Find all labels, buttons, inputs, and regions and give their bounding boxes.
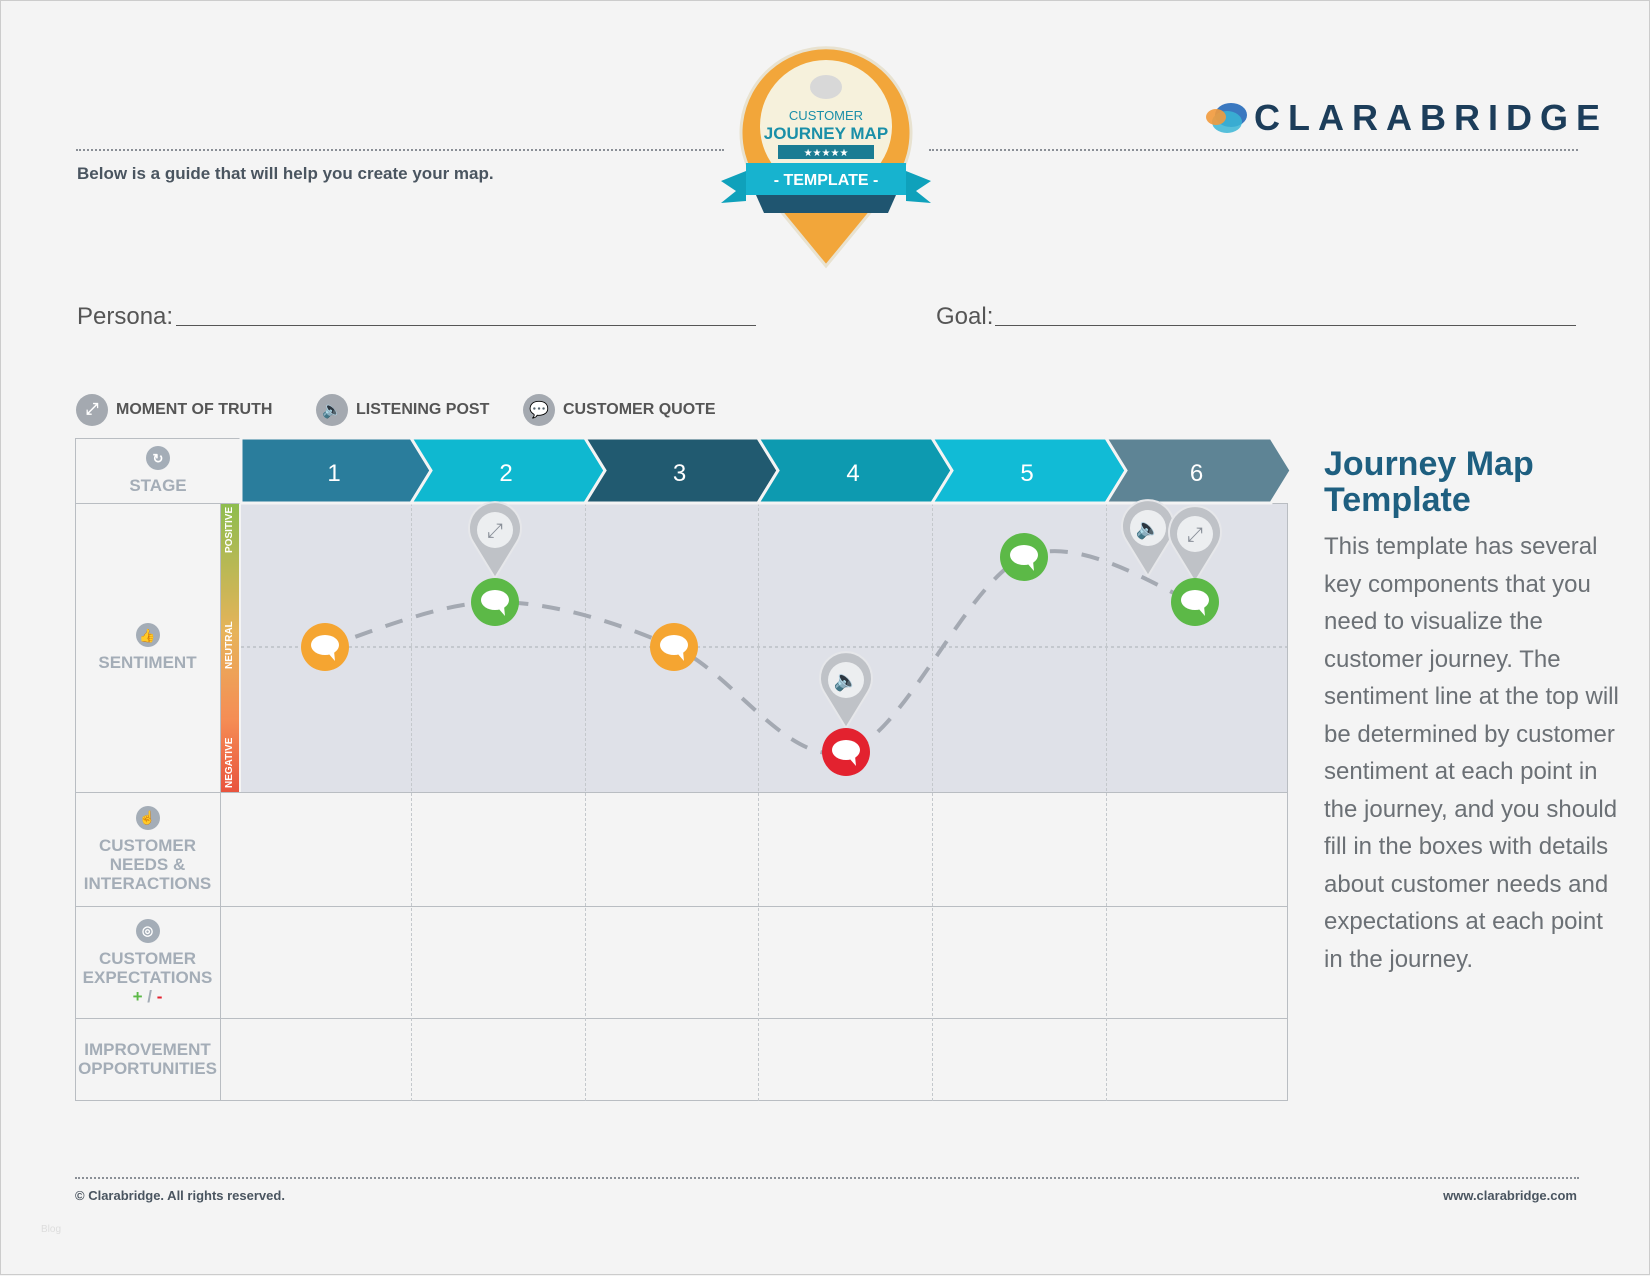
svg-text:⤢: ⤢ bbox=[1187, 524, 1203, 546]
journey-map-badge: CUSTOMER JOURNEY MAP ★★★★★ - TEMPLATE - bbox=[721, 46, 931, 269]
badge-line1: CUSTOMER bbox=[789, 108, 863, 123]
customer-quote-point[interactable] bbox=[471, 578, 519, 626]
side-title: Journey Map Template bbox=[1324, 445, 1534, 519]
persona-label: Persona: bbox=[77, 303, 174, 330]
stage-label: 4 bbox=[846, 460, 859, 487]
row-label-stage: ↻STAGE bbox=[85, 438, 231, 503]
goal-label: Goal: bbox=[936, 303, 994, 330]
customer-quote-point[interactable] bbox=[1000, 533, 1048, 581]
thumbs-up-icon: 👍 bbox=[135, 623, 160, 647]
legend-listening-post: 🔈 LISTENING POST bbox=[316, 394, 489, 426]
footer-divider bbox=[75, 1177, 1579, 1179]
moment-of-truth-icon[interactable]: ⤢ bbox=[468, 501, 522, 580]
moment-of-truth-icon: ⤢ bbox=[76, 394, 108, 426]
brand-name: CLARABRIDGE bbox=[1254, 97, 1608, 138]
legend-label: LISTENING POST bbox=[356, 401, 490, 418]
copyright: © Clarabridge. All rights reserved. bbox=[75, 1188, 285, 1203]
persona-input[interactable] bbox=[176, 325, 756, 326]
stage-chevron-6[interactable] bbox=[1103, 436, 1293, 505]
target-icon: ◎ bbox=[135, 918, 160, 943]
stage-label: 5 bbox=[1020, 460, 1033, 487]
listening-post-icon[interactable]: 🔈 bbox=[819, 651, 873, 730]
listening-post-icon: 🔈 bbox=[316, 394, 348, 426]
clarabridge-logo-icon bbox=[1206, 103, 1247, 133]
row-label-sentiment: 👍SENTIMENT bbox=[75, 503, 220, 792]
hand-icon: ☝ bbox=[135, 805, 160, 830]
sentiment-line bbox=[324, 549, 1196, 756]
website-link[interactable]: www.clarabridge.com bbox=[1443, 1188, 1577, 1203]
legend-label: MOMENT OF TRUTH bbox=[116, 401, 273, 418]
badge-stars: ★★★★★ bbox=[804, 148, 849, 159]
svg-text:🔈: 🔈 bbox=[1136, 518, 1161, 540]
listening-post-icon[interactable]: 🔈 bbox=[1121, 499, 1175, 578]
customer-quote-point[interactable] bbox=[1171, 578, 1219, 626]
watermark: Blog bbox=[41, 1224, 62, 1235]
subtitle: Below is a guide that will help you crea… bbox=[77, 164, 494, 183]
svg-text:⤢: ⤢ bbox=[487, 520, 503, 542]
legend-label: CUSTOMER QUOTE bbox=[563, 401, 716, 418]
customer-quote-point[interactable] bbox=[822, 728, 870, 776]
goal-input[interactable] bbox=[995, 325, 1576, 326]
stage-label: 1 bbox=[327, 460, 340, 487]
customer-quote-icon: 💬 bbox=[523, 394, 555, 426]
customer-quote-point[interactable] bbox=[650, 623, 698, 671]
stage-icon: ↻ bbox=[146, 446, 170, 470]
side-body: This template has several key components… bbox=[1324, 533, 1619, 973]
header-divider-left bbox=[76, 149, 724, 151]
customer-quote-point[interactable] bbox=[301, 623, 349, 671]
moment-of-truth-icon[interactable]: ⤢ bbox=[1168, 505, 1222, 584]
legend-customer-quote: 💬 CUSTOMER QUOTE bbox=[523, 394, 716, 426]
stage-label: 3 bbox=[673, 460, 686, 487]
badge-line2: JOURNEY MAP bbox=[764, 124, 888, 143]
legend-moment-of-truth: ⤢ MOMENT OF TRUTH bbox=[76, 394, 272, 426]
sentiment-gradient-bar bbox=[220, 503, 239, 792]
svg-text:🔈: 🔈 bbox=[834, 670, 859, 692]
header-divider-right bbox=[929, 149, 1578, 151]
stage-label: 6 bbox=[1190, 460, 1203, 487]
stage-label: 2 bbox=[499, 460, 512, 487]
badge-ribbon: - TEMPLATE - bbox=[774, 172, 879, 189]
